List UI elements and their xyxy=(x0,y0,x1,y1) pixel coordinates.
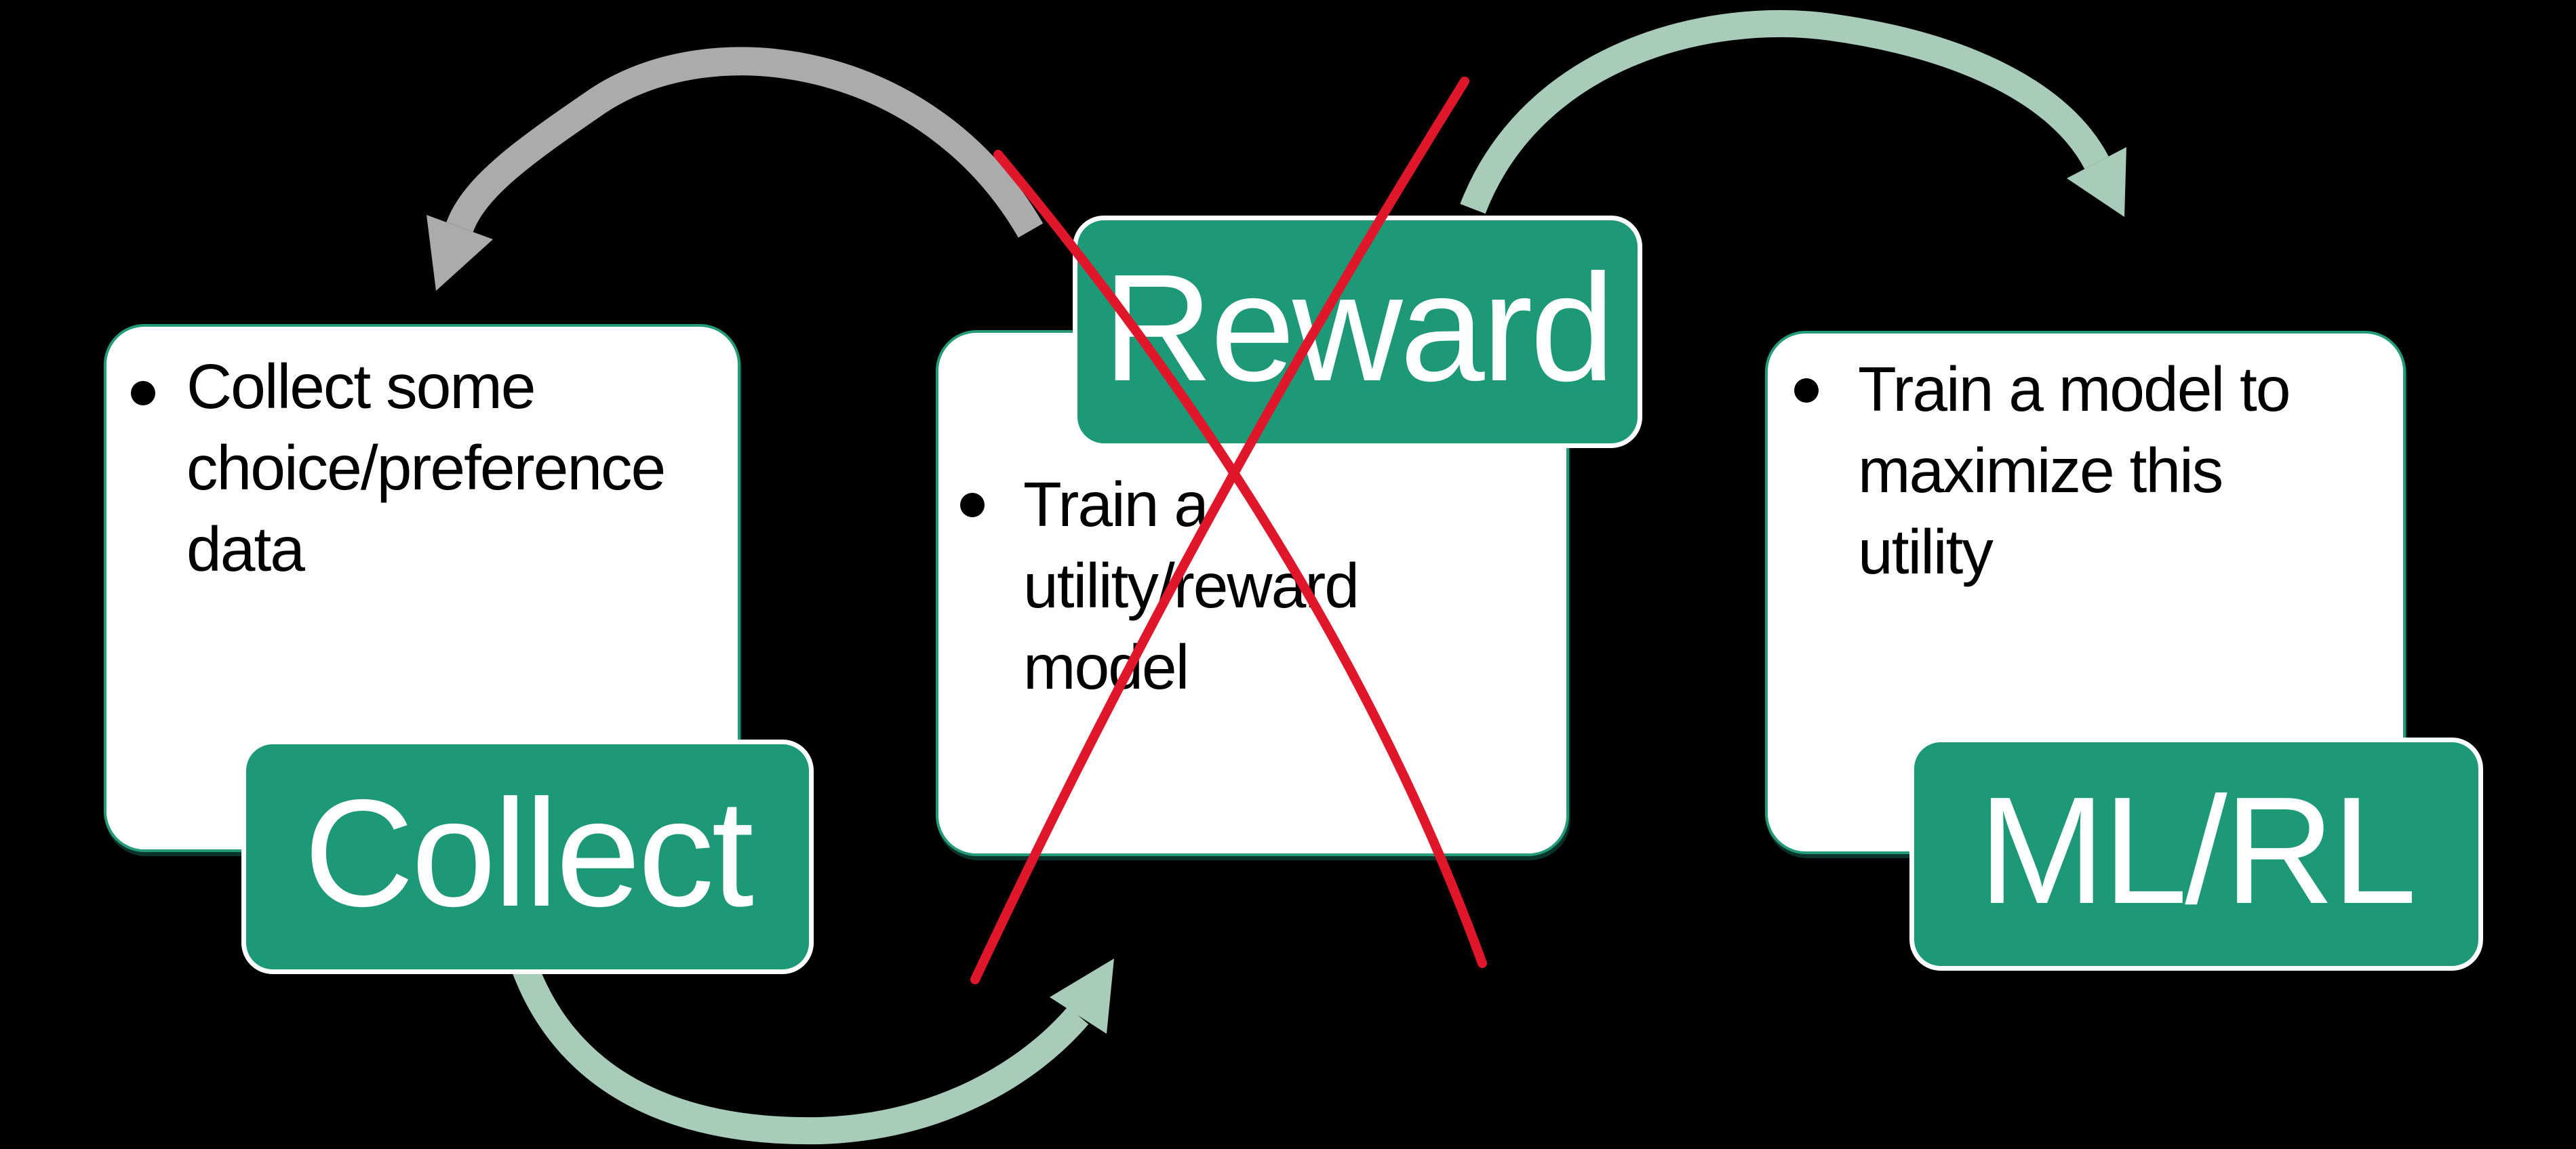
card-text-line: Train a model to xyxy=(1858,354,2291,424)
sage-arrow-top-arrowhead-icon xyxy=(2067,147,2126,217)
card-mlrl-text: Train a model to maximize this utility xyxy=(1858,348,2291,592)
card-text-line: data xyxy=(186,514,305,584)
card-text-line: choice/preference xyxy=(186,432,666,503)
card-reward-text: Train a utility/reward model xyxy=(1023,464,1360,708)
card-text-line: maximize this xyxy=(1858,435,2223,506)
sage-arrow-bottom-arrowhead-icon xyxy=(1050,959,1114,1034)
gray-return-arrowhead-icon xyxy=(427,215,493,291)
gray-return-arrow-shaft xyxy=(446,47,1044,238)
card-text-line: model xyxy=(1023,632,1189,702)
sage-arrow-bottom-shaft xyxy=(513,964,1089,1145)
red-x-stroke-1 xyxy=(993,150,1487,968)
card-collect-text: Collect some choice/preference data xyxy=(186,346,666,590)
card-text-line: Train a xyxy=(1023,469,1209,540)
bullet-icon xyxy=(960,493,985,517)
bullet-icon xyxy=(1794,378,1819,403)
card-text-line: Collect some xyxy=(186,351,536,422)
tag-label: Collect xyxy=(304,767,754,938)
red-x-stroke-2 xyxy=(970,77,1469,984)
tag-collect: Collect xyxy=(241,740,814,974)
tag-label: Reward xyxy=(1103,242,1614,413)
tag-label: ML/RL xyxy=(1978,764,2417,935)
bullet-icon xyxy=(131,381,155,405)
sage-arrow-top-shaft xyxy=(1460,10,2109,214)
tag-mlrl: ML/RL xyxy=(1909,738,2483,971)
card-text-line: utility xyxy=(1858,517,1994,587)
